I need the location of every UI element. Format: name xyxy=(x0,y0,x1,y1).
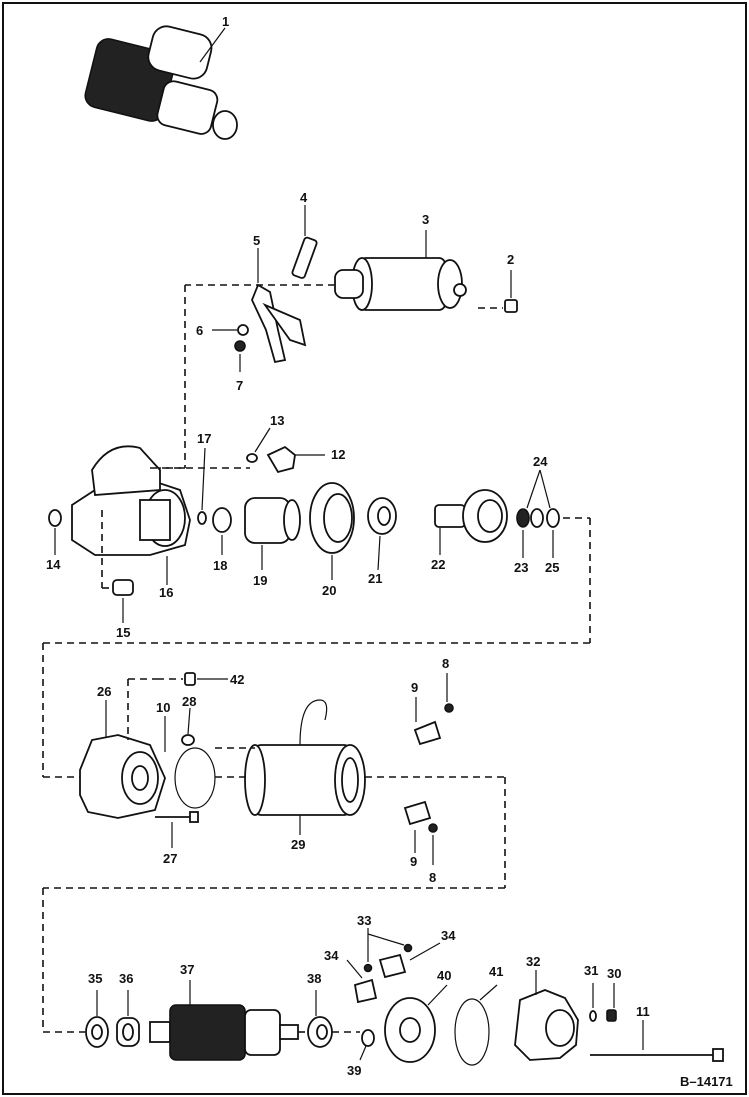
through-bolt-11 xyxy=(590,1020,724,1062)
bearing-38 xyxy=(307,990,333,1048)
screw-42 xyxy=(184,672,228,686)
washer-31 xyxy=(589,983,597,1022)
callout-32: 32 xyxy=(526,954,540,969)
callout-6: 6 xyxy=(196,323,203,338)
callout-23: 23 xyxy=(514,560,528,575)
seal-ring-10 xyxy=(164,716,216,809)
solenoid xyxy=(334,230,467,311)
callout-12: 12 xyxy=(331,447,345,462)
callout-7: 7 xyxy=(236,378,243,393)
stop-ring-18 xyxy=(212,507,232,555)
callout-33: 33 xyxy=(357,913,371,928)
drive-housing xyxy=(71,445,191,585)
washer-set-23-25 xyxy=(516,469,560,558)
brush-spring-34b xyxy=(378,942,441,979)
figure-reference: B–14171 xyxy=(680,1074,733,1089)
callout-25: 25 xyxy=(545,560,559,575)
bearing-36 xyxy=(116,990,140,1047)
callout-11: 11 xyxy=(636,1004,650,1019)
callout-13: 13 xyxy=(270,413,284,428)
callout-10: 10 xyxy=(156,700,170,715)
callout-42: 42 xyxy=(230,672,244,687)
screw-8b xyxy=(428,823,438,865)
end-bracket-26 xyxy=(79,700,166,819)
callout-19: 19 xyxy=(253,573,267,588)
starter-assembly xyxy=(84,25,238,140)
callout-17: 17 xyxy=(197,431,211,446)
callout-16: 16 xyxy=(159,585,173,600)
o-ring-17 xyxy=(197,447,207,525)
callout-41: 41 xyxy=(489,964,503,979)
gear-carrier-22 xyxy=(434,489,508,555)
callout-38: 38 xyxy=(307,971,321,986)
washer-39 xyxy=(359,1029,375,1061)
callout-4: 4 xyxy=(300,190,308,205)
brush-9b xyxy=(403,800,432,853)
callout-39: 39 xyxy=(347,1063,361,1078)
intermediate-plate-20 xyxy=(309,482,355,580)
callout-26: 26 xyxy=(97,684,111,699)
callout-24: 24 xyxy=(533,454,548,469)
callout-2: 2 xyxy=(507,252,514,267)
bushing-7 xyxy=(234,340,246,372)
callout-14: 14 xyxy=(46,557,61,572)
brush-spring-34a xyxy=(346,959,378,1004)
armature-37 xyxy=(149,980,299,1061)
callout-29: 29 xyxy=(291,837,305,852)
seal-13 xyxy=(246,427,271,463)
field-housing-29 xyxy=(244,699,366,835)
bolt-4 xyxy=(291,205,318,279)
callout-31: 31 xyxy=(584,963,598,978)
screw-2 xyxy=(504,270,518,313)
bushing-6 xyxy=(212,324,249,336)
shift-lever xyxy=(251,248,307,364)
pinion-drive-19 xyxy=(244,497,301,570)
callout-28: 28 xyxy=(182,694,196,709)
callout-3: 3 xyxy=(422,212,429,227)
end-cap-32 xyxy=(514,970,579,1061)
callout-37: 37 xyxy=(180,962,194,977)
callout-9-lower: 9 xyxy=(410,854,417,869)
bearing-35 xyxy=(85,990,109,1048)
bearing-21 xyxy=(367,497,397,571)
callout-18: 18 xyxy=(213,558,227,573)
plug-12 xyxy=(266,445,325,474)
bushing-15 xyxy=(112,579,134,623)
o-ring-41 xyxy=(454,984,498,1066)
screw-8a xyxy=(444,673,454,713)
callout-22: 22 xyxy=(431,557,445,572)
callout-15: 15 xyxy=(116,625,130,640)
callout-21: 21 xyxy=(368,571,382,586)
callout-27: 27 xyxy=(163,851,177,866)
callout-35: 35 xyxy=(88,971,102,986)
callout-20: 20 xyxy=(322,583,336,598)
callout-5: 5 xyxy=(253,233,260,248)
callout-30: 30 xyxy=(607,966,621,981)
washer-14 xyxy=(48,509,62,555)
callout-labels: 1 2 3 4 5 6 7 8 8 9 9 10 11 12 13 14 15 … xyxy=(46,14,733,1089)
callout-34-left: 34 xyxy=(324,948,339,963)
screw-30 xyxy=(606,983,617,1022)
callout-1: 1 xyxy=(222,14,229,29)
brush-9a xyxy=(413,697,442,746)
callout-34-right: 34 xyxy=(441,928,456,943)
callout-9-upper: 9 xyxy=(411,680,418,695)
callout-36: 36 xyxy=(119,971,133,986)
brush-holder-40 xyxy=(384,984,448,1063)
through-bolt-27 xyxy=(155,811,199,848)
callout-40: 40 xyxy=(437,968,451,983)
callout-8-lower: 8 xyxy=(429,870,436,885)
washer-28 xyxy=(181,707,195,746)
spring-33 xyxy=(363,928,413,973)
callout-8-upper: 8 xyxy=(442,656,449,671)
